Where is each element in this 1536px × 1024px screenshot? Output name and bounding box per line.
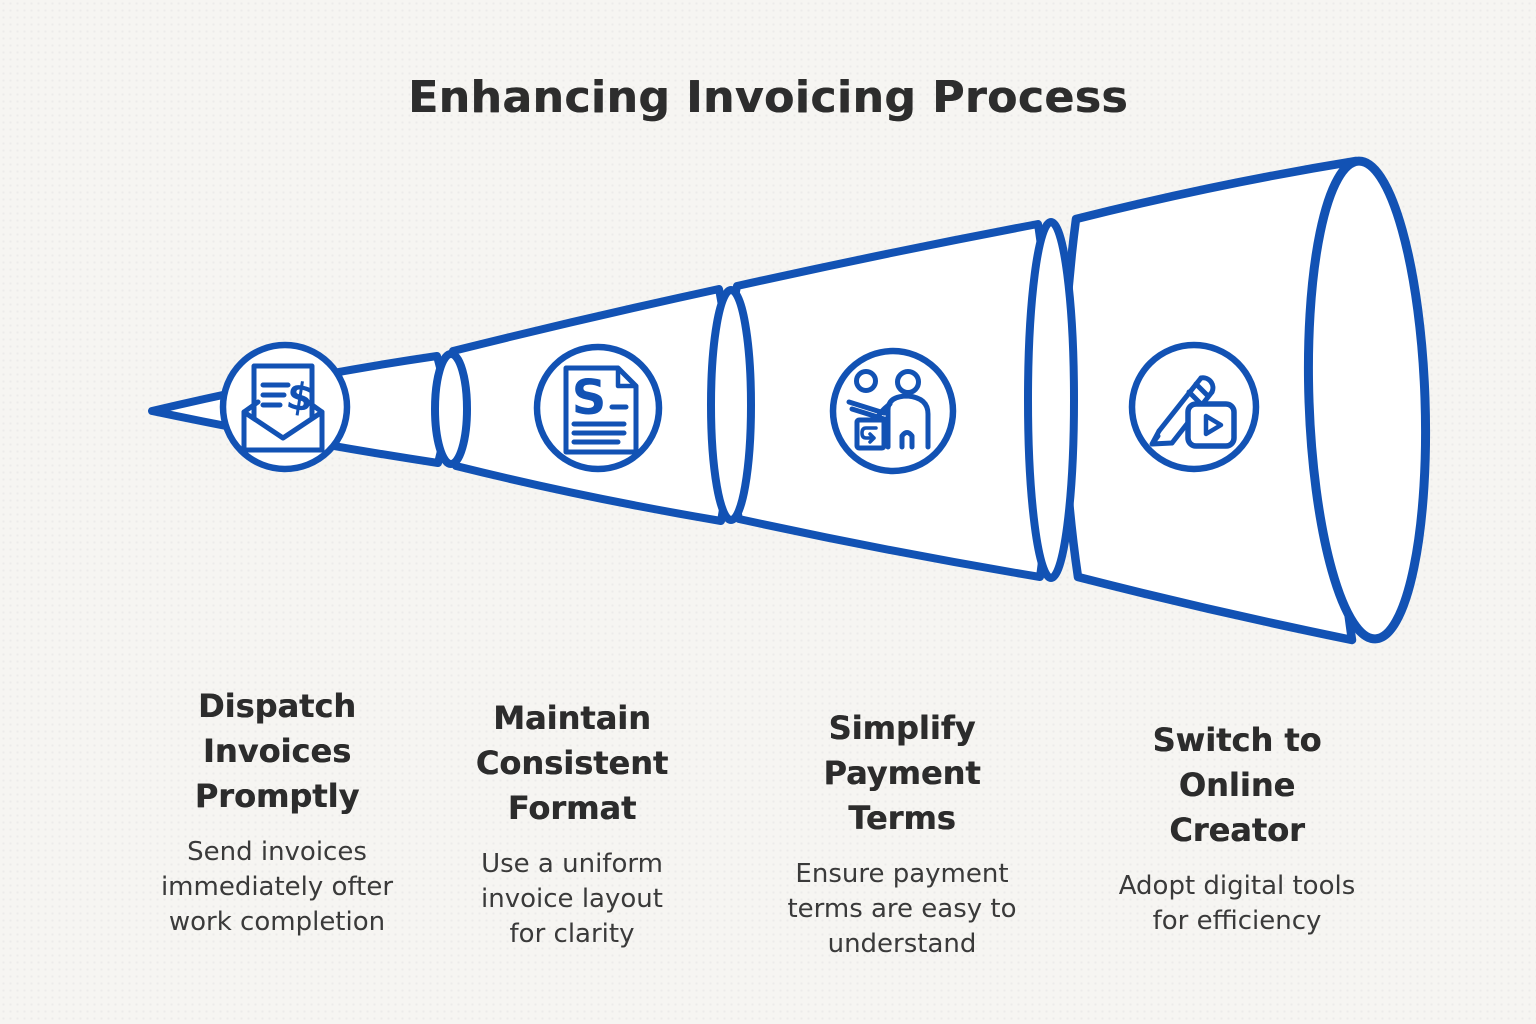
stage-description: Send invoices immediately ofter work com… (112, 835, 442, 940)
funnel-ring-3 (1024, 218, 1078, 582)
stage-label-dispatch-invoices: Dispatch Invoices Promptly Send invoices… (112, 684, 442, 940)
heading-line: Switch to (1152, 721, 1322, 759)
stage-label-consistent-format: Maintain Consistent Format Use a uniform… (407, 696, 737, 952)
svg-text:S: S (572, 370, 607, 426)
heading-line: Format (507, 789, 637, 827)
description-line: for clarity (509, 919, 635, 949)
heading-line: Consistent (475, 744, 669, 782)
stage-heading: Simplify Payment Terms (737, 706, 1067, 841)
heading-line: Terms (848, 799, 956, 837)
heading-line: Simplify (828, 709, 976, 747)
heading-line: Promptly (194, 777, 360, 815)
stage-label-payment-terms: Simplify Payment Terms Ensure payment te… (737, 706, 1067, 962)
page-title: Enhancing Invoicing Process (408, 72, 1128, 123)
stage-label-online-creator: Switch to Online Creator Adopt digital t… (1072, 718, 1402, 939)
funnel-ring-1 (431, 350, 471, 468)
heading-line: Invoices (202, 732, 352, 770)
stage-description: Adopt digital tools for efficiency (1072, 869, 1402, 939)
description-line: work completion (168, 907, 386, 937)
funnel-mouth (1303, 156, 1431, 644)
description-line: for efficiency (1152, 906, 1322, 936)
description-line: Ensure payment (795, 859, 1009, 889)
payment-handover-icon (829, 347, 957, 475)
stage-heading: Switch to Online Creator (1072, 718, 1402, 853)
heading-line: Maintain (493, 699, 651, 737)
pencil-play-icon (1128, 341, 1260, 473)
heading-line: Payment (823, 754, 981, 792)
heading-line: Creator (1169, 811, 1305, 849)
description-line: Adopt digital tools (1118, 871, 1356, 901)
heading-line: Online (1178, 766, 1296, 804)
heading-line: Dispatch (197, 687, 357, 725)
stage-heading: Maintain Consistent Format (407, 696, 737, 831)
description-line: terms are easy to (787, 894, 1017, 924)
invoice-document-icon: S (533, 343, 663, 473)
stage-description: Ensure payment terms are easy to underst… (737, 857, 1067, 962)
stage-description: Use a uniform invoice layout for clarity (407, 847, 737, 952)
description-line: immediately ofter (160, 872, 394, 902)
description-line: Use a uniform (481, 849, 663, 879)
description-line: understand (827, 929, 977, 959)
description-line: Send invoices (187, 837, 367, 867)
stage-heading: Dispatch Invoices Promptly (112, 684, 442, 819)
funnel-ring-2 (707, 286, 755, 524)
invoice-email-icon: $ (219, 341, 351, 473)
description-line: invoice layout (481, 884, 663, 914)
